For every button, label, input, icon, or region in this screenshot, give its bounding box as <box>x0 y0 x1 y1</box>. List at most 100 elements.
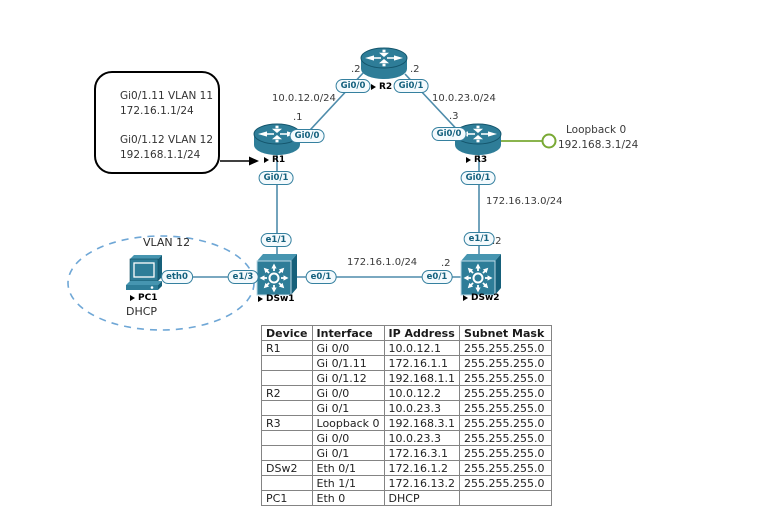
device-label-r3: R3 <box>466 155 487 165</box>
table-cell: R2 <box>261 385 313 401</box>
column-header: IP Address <box>383 325 461 341</box>
pc-icon-pc1[interactable] <box>126 255 162 290</box>
switch-icon-dsw2[interactable] <box>460 254 501 296</box>
device-label-dsw1: DSw1 <box>258 294 295 304</box>
table-cell: DSw2 <box>261 460 313 476</box>
port-badge-r3-gi0-0: Gi0/0 <box>431 127 467 141</box>
table-cell: 255.255.255.0 <box>459 430 553 446</box>
table-cell: 255.255.255.0 <box>459 445 553 461</box>
table-cell: Gi 0/0 <box>311 340 385 356</box>
table-cell: R1 <box>261 340 313 356</box>
port-badge-r3-gi0-1: Gi0/1 <box>460 171 496 185</box>
column-header: Subnet Mask <box>459 325 553 341</box>
device-label-r1: R1 <box>264 155 285 165</box>
callout-line: Gi0/1.11 VLAN 11 <box>120 90 213 102</box>
table-cell: Eth 0/1 <box>311 460 385 476</box>
port-badge-dsw2-e1-1: e1/1 <box>463 232 495 246</box>
table-cell: 10.0.23.3 <box>383 430 461 446</box>
table-cell: 255.255.255.0 <box>459 355 553 371</box>
device-name: R1 <box>272 155 286 165</box>
device-name: DSw2 <box>471 293 500 303</box>
table-cell: 172.16.13.2 <box>383 475 461 491</box>
port-badge-dsw1-e1-1: e1/1 <box>260 233 292 247</box>
host-suffix-r1-gi0-0: .1 <box>293 112 303 123</box>
device-label-pc1: PC1 <box>130 293 157 303</box>
port-badge-r2-gi0-1: Gi0/1 <box>393 79 429 93</box>
host-suffix-dsw2-e0-1: .2 <box>441 258 451 269</box>
port-badge-r1-gi0-1: Gi0/1 <box>258 171 294 185</box>
callout-line: 172.16.1.1/24 <box>120 105 194 117</box>
host-suffix-r2-gi0-0: .2 <box>351 64 361 75</box>
table-cell: 255.255.255.0 <box>459 340 553 356</box>
r1-subinterface-callout: Gi0/1.11 VLAN 11 172.16.1.1/24 Gi0/1.12 … <box>94 71 220 174</box>
table-cell: 10.0.23.3 <box>383 400 461 416</box>
table-cell <box>261 370 313 386</box>
device-name: R2 <box>379 82 393 92</box>
device-marker-icon <box>258 296 263 302</box>
table-cell: 10.0.12.2 <box>383 385 461 401</box>
device-marker-icon <box>466 157 471 163</box>
table-cell: 172.16.1.1 <box>383 355 461 371</box>
table-cell: 172.16.1.2 <box>383 460 461 476</box>
table-cell: Gi 0/1 <box>311 400 385 416</box>
table-cell: 255.255.255.0 <box>459 370 553 386</box>
table-cell: Gi 0/1.11 <box>311 355 385 371</box>
table-cell <box>261 400 313 416</box>
loopback-ip-label: 192.168.3.1/24 <box>558 139 639 151</box>
table-cell: PC1 <box>261 490 313 506</box>
port-badge-dsw1-e1-3: e1/3 <box>227 270 259 284</box>
device-name: R3 <box>474 155 488 165</box>
table-cell <box>261 430 313 446</box>
table-cell: 255.255.255.0 <box>459 475 553 491</box>
table-cell: 192.168.3.1 <box>383 415 461 431</box>
device-label-dsw2: DSw2 <box>463 293 500 303</box>
table-cell: Gi 0/0 <box>311 385 385 401</box>
table-cell: Gi 0/1 <box>311 445 385 461</box>
table-cell: Loopback 0 <box>311 415 385 431</box>
table-cell <box>261 475 313 491</box>
table-cell: 255.255.255.0 <box>459 460 553 476</box>
port-badge-r1-gi0-0: Gi0/0 <box>289 129 325 143</box>
switch-icon-dsw1[interactable] <box>256 254 297 296</box>
network-label-r1-r2: 10.0.12.0/24 <box>272 93 336 104</box>
device-marker-icon <box>371 84 376 90</box>
table-cell: R3 <box>261 415 313 431</box>
table-cell: 255.255.255.0 <box>459 400 553 416</box>
device-name: DSw1 <box>266 294 295 304</box>
table-cell: Gi 0/0 <box>311 430 385 446</box>
device-label-r2: R2 <box>371 82 392 92</box>
table-cell: 172.16.3.1 <box>383 445 461 461</box>
table-cell: 255.255.255.0 <box>459 415 553 431</box>
callout-line: Gi0/1.12 VLAN 12 <box>120 134 213 146</box>
network-label-dsw1-dsw2: 172.16.1.0/24 <box>347 257 418 268</box>
port-badge-dsw1-e0-1: e0/1 <box>305 270 337 284</box>
device-marker-icon <box>463 295 468 301</box>
table-cell: 255.255.255.0 <box>459 385 553 401</box>
router-icon-r1[interactable] <box>253 123 301 155</box>
host-suffix-dsw2-e1-1: .2 <box>492 236 502 247</box>
router-icon-r2[interactable] <box>360 47 408 79</box>
network-label-r3-dsw2: 172.16.13.0/24 <box>486 196 563 207</box>
column-header: Interface <box>311 325 385 341</box>
callout-spacer <box>120 119 218 133</box>
table-cell <box>459 490 553 506</box>
port-badge-pc1-eth0: eth0 <box>161 270 193 284</box>
table-cell: 10.0.12.1 <box>383 340 461 356</box>
vlan12-zone-label: VLAN 12 <box>143 236 191 249</box>
device-marker-icon <box>264 157 269 163</box>
network-label-r2-r3: 10.0.23.0/24 <box>432 93 496 104</box>
device-name: PC1 <box>138 293 158 303</box>
